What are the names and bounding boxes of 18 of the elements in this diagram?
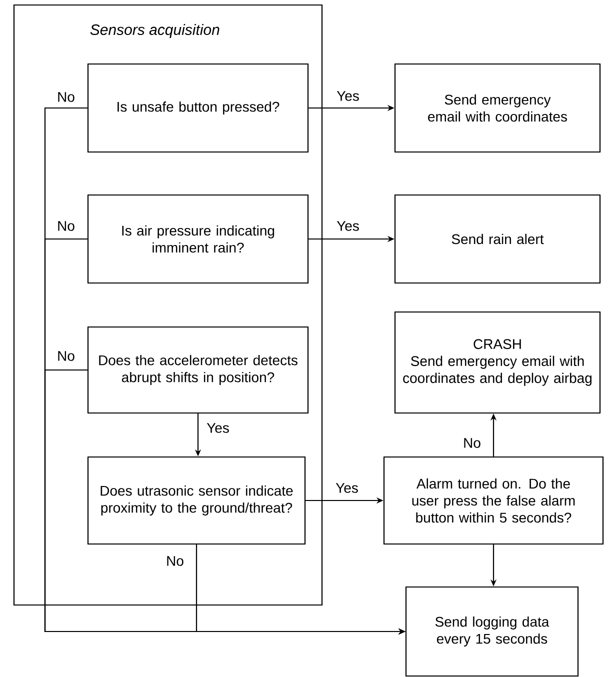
- edge-label: Yes: [334, 482, 360, 494]
- decision-box: Does utrasonic sensor indicate proximity to the ground/threat?: [87, 456, 306, 545]
- edge-label: Yes: [206, 422, 230, 434]
- action-box: Send logging data every 15 seconds: [405, 586, 579, 677]
- decision-box: Is air pressure indicating imminent rain?: [87, 194, 309, 284]
- edge-label: Yes: [336, 90, 360, 102]
- edge-label: No: [56, 220, 76, 232]
- edge-label: No: [56, 91, 76, 103]
- decision-box: Does the accelerometer detects abrupt shifts in position?: [87, 326, 309, 414]
- action-box: Send rain alert: [394, 194, 601, 284]
- edge-label: No: [56, 350, 76, 362]
- edge-label: Yes: [336, 220, 360, 232]
- action-box: CRASH Send emergency email with coordinates and deploy airbag: [394, 311, 601, 414]
- decision-box: Is unsafe button pressed?: [87, 63, 309, 153]
- edge-label: No: [165, 555, 185, 567]
- action-box: Alarm turned on. Do the user press the false alarm button within 5 seconds?: [383, 456, 604, 545]
- action-box: Send emergency email with coordinates: [394, 63, 601, 153]
- edge-label: No: [462, 437, 482, 449]
